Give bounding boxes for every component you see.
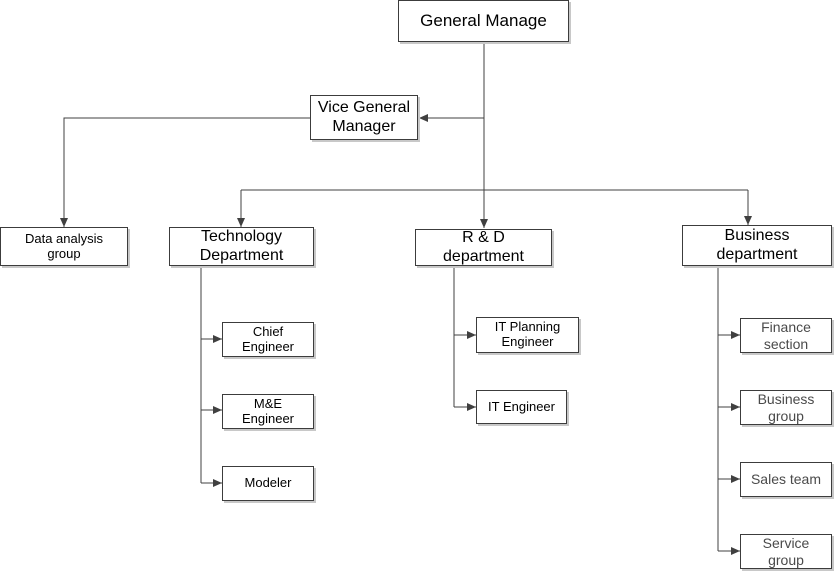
node-finance-section[interactable]: Finance section <box>740 318 832 353</box>
node-chief-engineer-label: Chief Engineer <box>241 323 295 354</box>
node-it-engineer[interactable]: IT Engineer <box>476 390 567 424</box>
node-it-planning-engineer[interactable]: IT Planning Engineer <box>476 317 579 353</box>
node-me-engineer-label: M&E Engineer <box>241 395 295 426</box>
node-sales-team[interactable]: Sales team <box>740 462 832 497</box>
node-modeler-label: Modeler <box>244 475 292 491</box>
node-technology-department[interactable]: Technology Department <box>169 227 314 266</box>
connector-vgm-to-data-analysis <box>60 117 310 227</box>
node-vice-general-manager[interactable]: Vice General Manager <box>310 95 418 140</box>
node-sales-team-label: Sales team <box>750 471 822 488</box>
node-service-group-label: Service group <box>762 535 810 568</box>
node-rd-department[interactable]: R & D department <box>415 229 552 266</box>
node-it-planning-engineer-label: IT Planning Engineer <box>494 319 561 349</box>
node-modeler[interactable]: Modeler <box>222 466 314 501</box>
node-business-department[interactable]: Business department <box>682 225 832 266</box>
node-finance-section-label: Finance section <box>761 319 811 352</box>
node-business-group-label: Business group <box>757 391 815 424</box>
node-rd-department-label: R & D department <box>443 229 524 265</box>
node-chief-engineer[interactable]: Chief Engineer <box>222 322 314 357</box>
node-data-analysis-group[interactable]: Data analysis group <box>0 227 128 266</box>
node-general-manager-label: General Manage <box>420 11 547 31</box>
node-technology-department-label: Technology Department <box>199 228 284 264</box>
node-business-department-label: Business department <box>716 227 798 263</box>
node-business-group[interactable]: Business group <box>740 390 832 425</box>
node-service-group[interactable]: Service group <box>740 534 832 569</box>
node-general-manager[interactable]: General Manage <box>398 0 569 42</box>
node-me-engineer[interactable]: M&E Engineer <box>222 394 314 429</box>
node-vice-general-manager-label: Vice General Manager <box>317 99 411 135</box>
node-data-analysis-group-label: Data analysis group <box>24 230 104 261</box>
node-it-engineer-label: IT Engineer <box>488 398 555 414</box>
